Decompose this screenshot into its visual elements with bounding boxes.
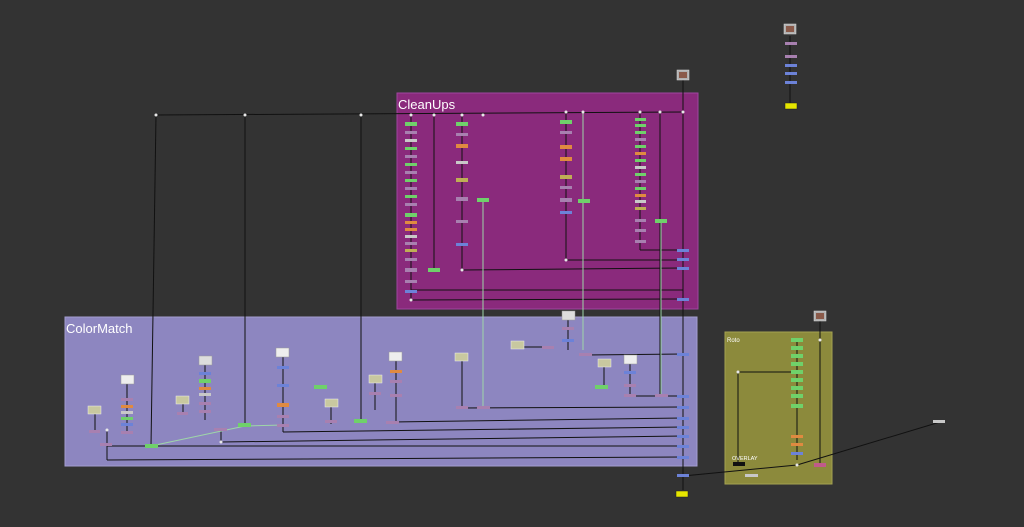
node-stack-main-trunk[interactable]: [675, 249, 689, 498]
wires-highlighted: [150, 112, 662, 447]
node-stack-cleanups-b[interactable]: [456, 122, 489, 246]
overlay-node[interactable]: [733, 462, 745, 466]
node-stack-top-right[interactable]: [784, 42, 798, 110]
backdrop-colormatch-label: ColorMatch: [66, 321, 132, 336]
read-nodes[interactable]: [676, 23, 827, 322]
wire-dots[interactable]: [105, 110, 822, 467]
node-stack-roto[interactable]: OVERLAY: [732, 338, 945, 477]
backdrop-roto-label: Roto: [727, 338, 740, 344]
write-node-top-right[interactable]: [784, 102, 798, 110]
backdrop-roto[interactable]: Roto: [724, 331, 833, 485]
far-right-node[interactable]: [933, 420, 945, 423]
backdrop-cleanups-label: CleanUps: [398, 97, 456, 112]
node-stack-cleanups-d[interactable]: [635, 118, 667, 243]
write-node-main[interactable]: [675, 490, 689, 498]
backdrop-colormatch[interactable]: ColorMatch: [64, 316, 698, 467]
wires: [94, 36, 941, 490]
backdrop-cleanups[interactable]: CleanUps: [396, 92, 699, 310]
node-stack-cleanups-c[interactable]: [560, 120, 590, 214]
node-stack-cleanups-a[interactable]: [405, 122, 440, 293]
node-stack-colormatch[interactable]: [87, 310, 668, 448]
overlay-node-label: OVERLAY: [732, 456, 758, 462]
